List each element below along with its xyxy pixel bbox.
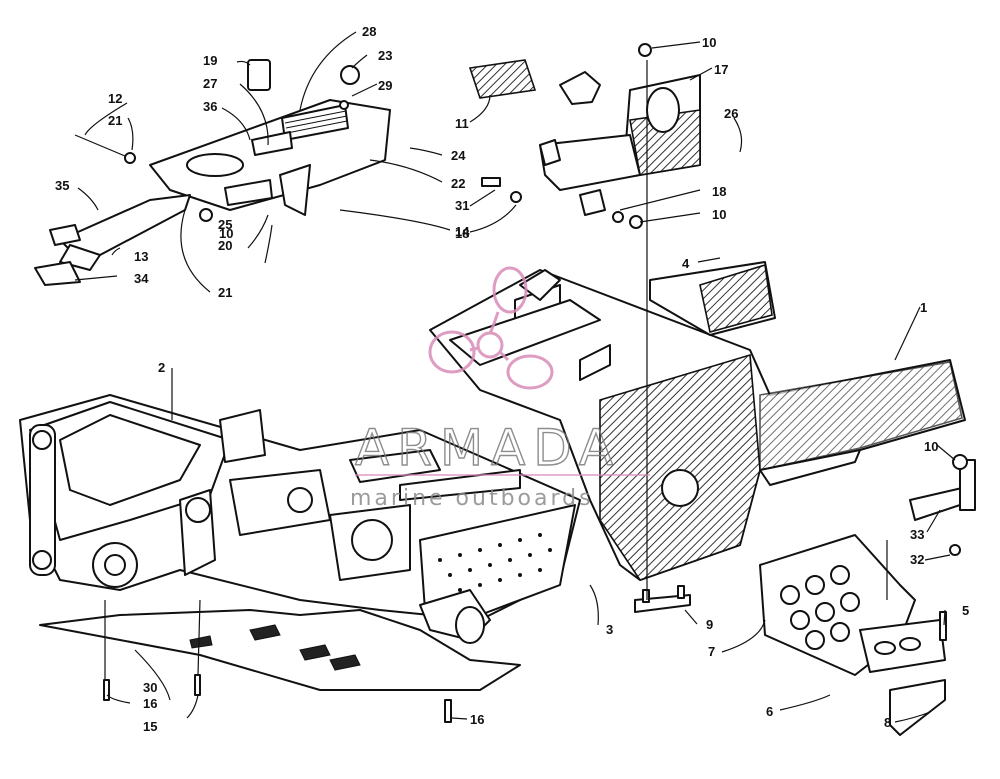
perforation-dots	[438, 533, 552, 592]
callout-5: 5	[962, 603, 969, 618]
callout-20: 20	[218, 238, 232, 253]
console	[149, 59, 391, 216]
callout-10-washer: 10	[712, 207, 726, 222]
watermark: ARMADA marine outboards	[350, 266, 650, 511]
callout-21-top: 21	[108, 113, 122, 128]
callout-1: 1	[920, 300, 927, 315]
callout-26: 26	[724, 106, 738, 121]
watermark-subtitle: marine outboards	[350, 486, 594, 511]
callout-31: 31	[455, 198, 469, 213]
callout-labels: 1 2 3 4 5 6 7 8 9 10 10 10 10 11 12 13 1…	[55, 24, 969, 734]
callout-22: 22	[451, 176, 465, 191]
callout-30: 30	[143, 680, 157, 695]
callout-9: 9	[706, 617, 713, 632]
propeller-logo	[428, 266, 554, 390]
front-frame	[19, 394, 581, 644]
callout-36: 36	[203, 99, 217, 114]
callout-8: 8	[884, 715, 891, 730]
callout-16-bottom: 16	[470, 712, 484, 727]
leader-lines	[74, 31, 956, 723]
belly-pan	[39, 609, 521, 691]
callout-19: 19	[203, 53, 217, 68]
callout-17: 17	[714, 62, 728, 77]
fasteners	[74, 43, 961, 723]
callout-28: 28	[362, 24, 376, 39]
skid-plate	[759, 454, 976, 736]
callout-32: 32	[910, 552, 924, 567]
callout-34: 34	[134, 271, 149, 286]
callout-2: 2	[158, 360, 165, 375]
callout-6: 6	[766, 704, 773, 719]
callout-10-console: 10	[219, 226, 233, 241]
callout-7: 7	[708, 644, 715, 659]
watermark-title: ARMADA	[355, 419, 621, 477]
callout-14: 14	[455, 224, 470, 239]
callout-23: 23	[378, 48, 392, 63]
main-chassis	[429, 261, 966, 581]
callout-4: 4	[682, 256, 690, 271]
callout-25: 25	[218, 217, 232, 232]
callout-33: 33	[910, 527, 924, 542]
callout-16-left: 16	[143, 696, 157, 711]
callout-11: 11	[455, 116, 469, 131]
footrest-bracket	[34, 194, 191, 286]
callout-35: 35	[55, 178, 69, 193]
callout-3: 3	[606, 622, 613, 637]
steering-bracket	[468, 59, 701, 216]
callout-21-bottom: 21	[218, 285, 232, 300]
callout-24: 24	[451, 148, 466, 163]
callout-15: 15	[143, 719, 157, 734]
callout-13: 13	[134, 249, 148, 264]
callout-18-right: 18	[712, 184, 726, 199]
callout-12: 12	[108, 91, 122, 106]
callout-18-left: 18	[455, 226, 469, 241]
callout-29: 29	[378, 78, 392, 93]
callout-27: 27	[203, 76, 217, 91]
callout-10-top: 10	[702, 35, 716, 50]
callout-10-right: 10	[924, 439, 938, 454]
